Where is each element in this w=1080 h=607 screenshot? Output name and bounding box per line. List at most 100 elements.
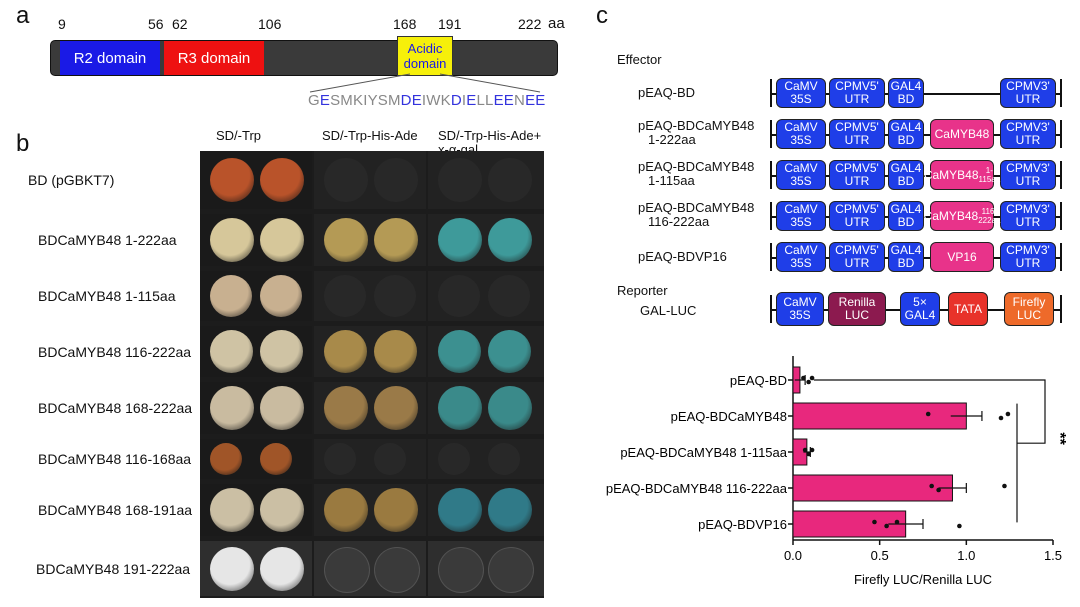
domain-expansion-lines (309, 73, 541, 93)
construct-name: pEAQ-BD (638, 85, 696, 100)
plate-cell (314, 484, 426, 536)
sequence-segment: DE (400, 92, 422, 109)
data-point (894, 519, 900, 525)
data-point (925, 411, 931, 417)
data-point (809, 375, 815, 381)
construct-name: 1-222aa (648, 132, 696, 147)
yeast-colony (260, 488, 304, 532)
yeast-colony (210, 488, 254, 532)
yeast-colony (210, 546, 254, 591)
category-label: pEAQ-BD (730, 373, 787, 388)
cpmv3-utr-box: CPMV3'UTR (1000, 242, 1056, 272)
yeast-colony (210, 218, 254, 262)
yeast-colony (438, 443, 470, 475)
yeast-colony (210, 386, 254, 430)
category-label: pEAQ-BDCaMYB48 116-222aa (606, 481, 788, 496)
plate-cell (200, 326, 312, 377)
plate-cell (200, 382, 312, 434)
sequence-segment: EE (525, 92, 546, 109)
plate-cell (200, 271, 312, 321)
unit-label: aa (548, 15, 565, 32)
border-tick (770, 243, 772, 271)
yeast-colony (324, 158, 368, 202)
significance-bracket (813, 379, 1046, 444)
sequence-segment: EE (493, 92, 515, 109)
border-tick (770, 161, 772, 189)
column-header: SD/-Trp-His-Ade (322, 128, 418, 143)
yeast-colony (210, 330, 253, 373)
plate-cell (200, 484, 312, 536)
reporter-name: GAL-LUC (640, 303, 697, 318)
column-header: SD/-Trp (216, 128, 262, 143)
data-point (998, 415, 1004, 421)
yeast-colony (210, 158, 254, 202)
data-point (1002, 483, 1007, 489)
position-label: 191 (438, 16, 462, 32)
plate-cell (428, 439, 544, 479)
sequence-segment: SMKIYSM (330, 92, 401, 109)
plate-grid (200, 151, 544, 598)
r2-domain: R2 domain (60, 41, 160, 75)
strain-label: BDCaMYB48 168-191aa (38, 502, 193, 518)
border-tick (770, 202, 772, 230)
tata-box: TATA (948, 292, 988, 326)
border-tick (770, 79, 772, 107)
strain-label: BDCaMYB48 168-222aa (38, 400, 193, 416)
x-tick-label: 0.5 (871, 548, 889, 563)
yeast-colony (374, 488, 418, 532)
plate-cell (314, 541, 426, 596)
sequence-segment: LL (476, 92, 494, 109)
yeast-colony (324, 546, 370, 593)
yeast-colony (260, 275, 302, 317)
significance-mark: ** (1051, 432, 1068, 445)
yeast-colony (488, 275, 530, 317)
position-label: 62 (172, 16, 188, 32)
plate-cell (200, 541, 312, 596)
plate-cell (428, 214, 544, 266)
plate-cell (200, 439, 312, 479)
yeast-colony (324, 330, 367, 373)
plate-cell (314, 382, 426, 434)
construct-name: 1-115aa (648, 173, 695, 188)
strain-label: BDCaMYB48 116-222aa (38, 343, 192, 360)
cpmv5-utr-box: CPMV5'UTR (829, 201, 885, 231)
data-point (809, 447, 815, 453)
acidic-sequence: GESMKIYSMDEIWKDIELLEENEE (308, 92, 545, 109)
yeast-colony (438, 158, 482, 202)
data-point (957, 523, 962, 529)
insert-range: 1-115aa (978, 166, 1001, 184)
plate-cell (428, 382, 544, 434)
plate-cell (314, 326, 426, 377)
bar (792, 474, 953, 502)
yeast-colony (260, 158, 304, 202)
reporter-title: Reporter (617, 283, 668, 298)
yeast-colony (260, 443, 292, 475)
plate-cell (428, 326, 544, 377)
cpmv3-utr-box: CPMV3'UTR (1000, 78, 1056, 108)
x-tick-label: 1.0 (957, 548, 975, 563)
yeast-colony (438, 218, 482, 262)
position-label: 168 (393, 16, 417, 32)
category-label: pEAQ-BDCaMYB48 1-115aa (620, 445, 787, 460)
plate-cell (428, 271, 544, 321)
bar (792, 402, 967, 430)
sequence-segment: E (319, 92, 331, 109)
border-tick (1060, 120, 1062, 148)
data-point (806, 451, 811, 457)
yeast-colony (260, 546, 304, 591)
yeast-colony (374, 443, 406, 475)
yeast-colony (324, 218, 368, 262)
data-point (872, 519, 877, 525)
plate-cell (314, 151, 426, 209)
insert-range: 116-222aa (978, 207, 1001, 225)
